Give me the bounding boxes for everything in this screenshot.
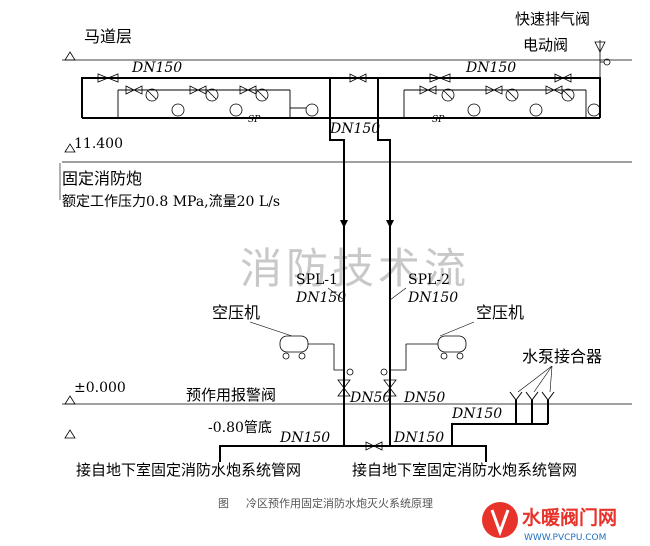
top-header-pipe: [81, 77, 601, 119]
pump-adapter-icon: [509, 391, 555, 401]
sp-right-label: SP: [432, 115, 445, 125]
electric-valve-label: 电动阀: [523, 36, 568, 54]
dn150-right-label: DN150: [465, 60, 516, 76]
logo-name: 水暖阀门网: [522, 506, 617, 529]
bottom-valve-icon: [365, 441, 383, 451]
compressor-left-label: 空压机: [212, 303, 260, 322]
quick-exhaust-valve-icon: [594, 40, 611, 78]
dn50-right-label: DN50: [403, 390, 445, 406]
spl1-label: SPL-1: [296, 272, 338, 288]
right-cannon-branch: [403, 89, 587, 118]
left-cannon-units: [125, 85, 319, 117]
logo-url: WWW.PVCPU.COM: [524, 533, 606, 543]
spl1-leader: [327, 287, 345, 301]
level-marker-icon: [64, 51, 76, 61]
spl2-leader: [389, 287, 407, 301]
level-marker-icon: [64, 395, 76, 405]
catwalk-level-label: 马道层: [84, 27, 132, 46]
watermark-text: 消防技术流: [240, 244, 470, 293]
ground-level-label: ±0.000: [74, 380, 126, 396]
quick-exhaust-valve-label: 快速排气阀: [515, 10, 590, 28]
cannon-title: 固定消防炮: [62, 169, 142, 188]
from-basement-left-label: 接自地下室固定消防水炮系统管网: [76, 461, 301, 479]
caption-prefix: 图: [218, 497, 229, 510]
right-cannon-units: [419, 85, 601, 117]
level-marker-icon: [64, 429, 76, 439]
flow-arrow-icon: [386, 220, 394, 228]
pump-adapter-label: 水泵接合器: [522, 347, 602, 366]
dn150-center-label: DN150: [329, 121, 380, 137]
spl1-dn-label: DN150: [295, 290, 346, 306]
alarm-valve-icon: [337, 368, 397, 397]
left-cannon-branch: [117, 89, 306, 118]
spl2-label: SPL-2: [408, 272, 450, 288]
from-basement-right-label: 接自地下室固定消防水炮系统管网: [352, 461, 577, 479]
compressor-right-icon: [390, 335, 467, 371]
caption-text: 冷区预作用固定消防水炮灭火系统原理: [246, 496, 433, 510]
compressor-right-label: 空压机: [476, 303, 524, 322]
riser-pipes: [329, 118, 391, 446]
compressor-left-icon: [279, 335, 344, 371]
compressor-right-leader: [439, 321, 475, 337]
pump-adapter-leaders: [517, 365, 553, 393]
spl2-dn-label: DN150: [407, 290, 458, 306]
dn150-adapter-label: DN150: [451, 406, 502, 422]
pipe-bottom-label: -0.80管底: [208, 420, 272, 436]
dn150-left-label: DN150: [131, 60, 182, 76]
flow-arrow-icon: [340, 220, 348, 228]
logo: 水暖阀门网 WWW.PVCPU.COM: [482, 502, 617, 543]
dn50-left-label: DN50: [349, 390, 391, 406]
elev-level-label: 11.400: [74, 136, 123, 152]
dn150-bottom-right-label: DN150: [393, 430, 444, 446]
cannon-spec: 额定工作压力0.8 MPa,流量20 L/s: [62, 194, 280, 210]
dn150-bottom-left-label: DN150: [279, 430, 330, 446]
level-marker-icon: [64, 143, 76, 153]
alarm-valve-label: 预作用报警阀: [186, 386, 276, 404]
bottom-main-pipe: [219, 400, 549, 462]
sp-left-label: SP: [248, 115, 261, 125]
header-valve-icon: [97, 73, 572, 83]
compressor-left-leader: [249, 321, 293, 337]
